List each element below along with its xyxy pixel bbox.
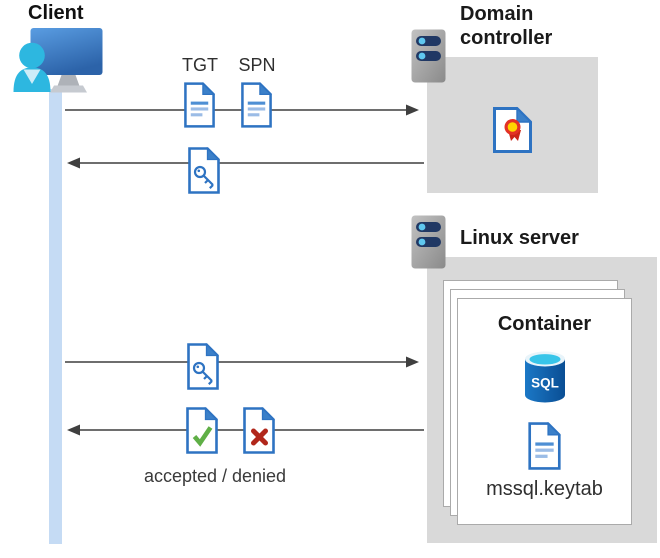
container-card: Container SQL mssql.keytab — [457, 298, 632, 525]
accepted-ticket-icon — [186, 406, 219, 454]
arrow-client-to-linux — [65, 356, 419, 368]
spn-label: SPN — [238, 55, 276, 75]
service-ticket-key-icon — [188, 146, 221, 194]
spn-ticket-icon — [241, 82, 273, 128]
user-head — [19, 42, 45, 69]
linux-server-icon — [411, 215, 446, 269]
tgt-label: TGT — [182, 55, 218, 75]
monitor-base — [50, 85, 87, 93]
arrow-dc-to-client — [67, 157, 424, 169]
monitor-stand — [57, 75, 80, 86]
accepted-denied-label: accepted / denied — [143, 466, 287, 486]
tgt-ticket-icon — [184, 82, 216, 128]
service-ticket-key-icon — [187, 342, 220, 390]
user-collar — [23, 69, 41, 84]
keytab-file-icon — [528, 421, 561, 470]
key-glyph — [192, 361, 213, 385]
client-label: Client — [28, 2, 84, 24]
sql-badge-label: SQL — [531, 376, 559, 391]
domain-controller-label: Domain controller — [460, 3, 553, 49]
x-icon — [251, 428, 268, 446]
certificate-icon — [493, 106, 533, 153]
check-icon — [192, 426, 213, 447]
keytab-file-label: mssql.keytab — [486, 478, 603, 500]
monitor-icon — [30, 28, 103, 75]
domain-controller-server-icon — [411, 29, 446, 83]
client-lifeline — [49, 89, 62, 544]
denied-ticket-icon — [243, 406, 276, 454]
key-glyph — [193, 165, 214, 189]
client-user-monitor-icon — [13, 28, 103, 93]
sql-database-icon: SQL — [524, 351, 565, 403]
linux-server-label: Linux server — [460, 227, 579, 249]
container-label: Container — [497, 313, 592, 335]
